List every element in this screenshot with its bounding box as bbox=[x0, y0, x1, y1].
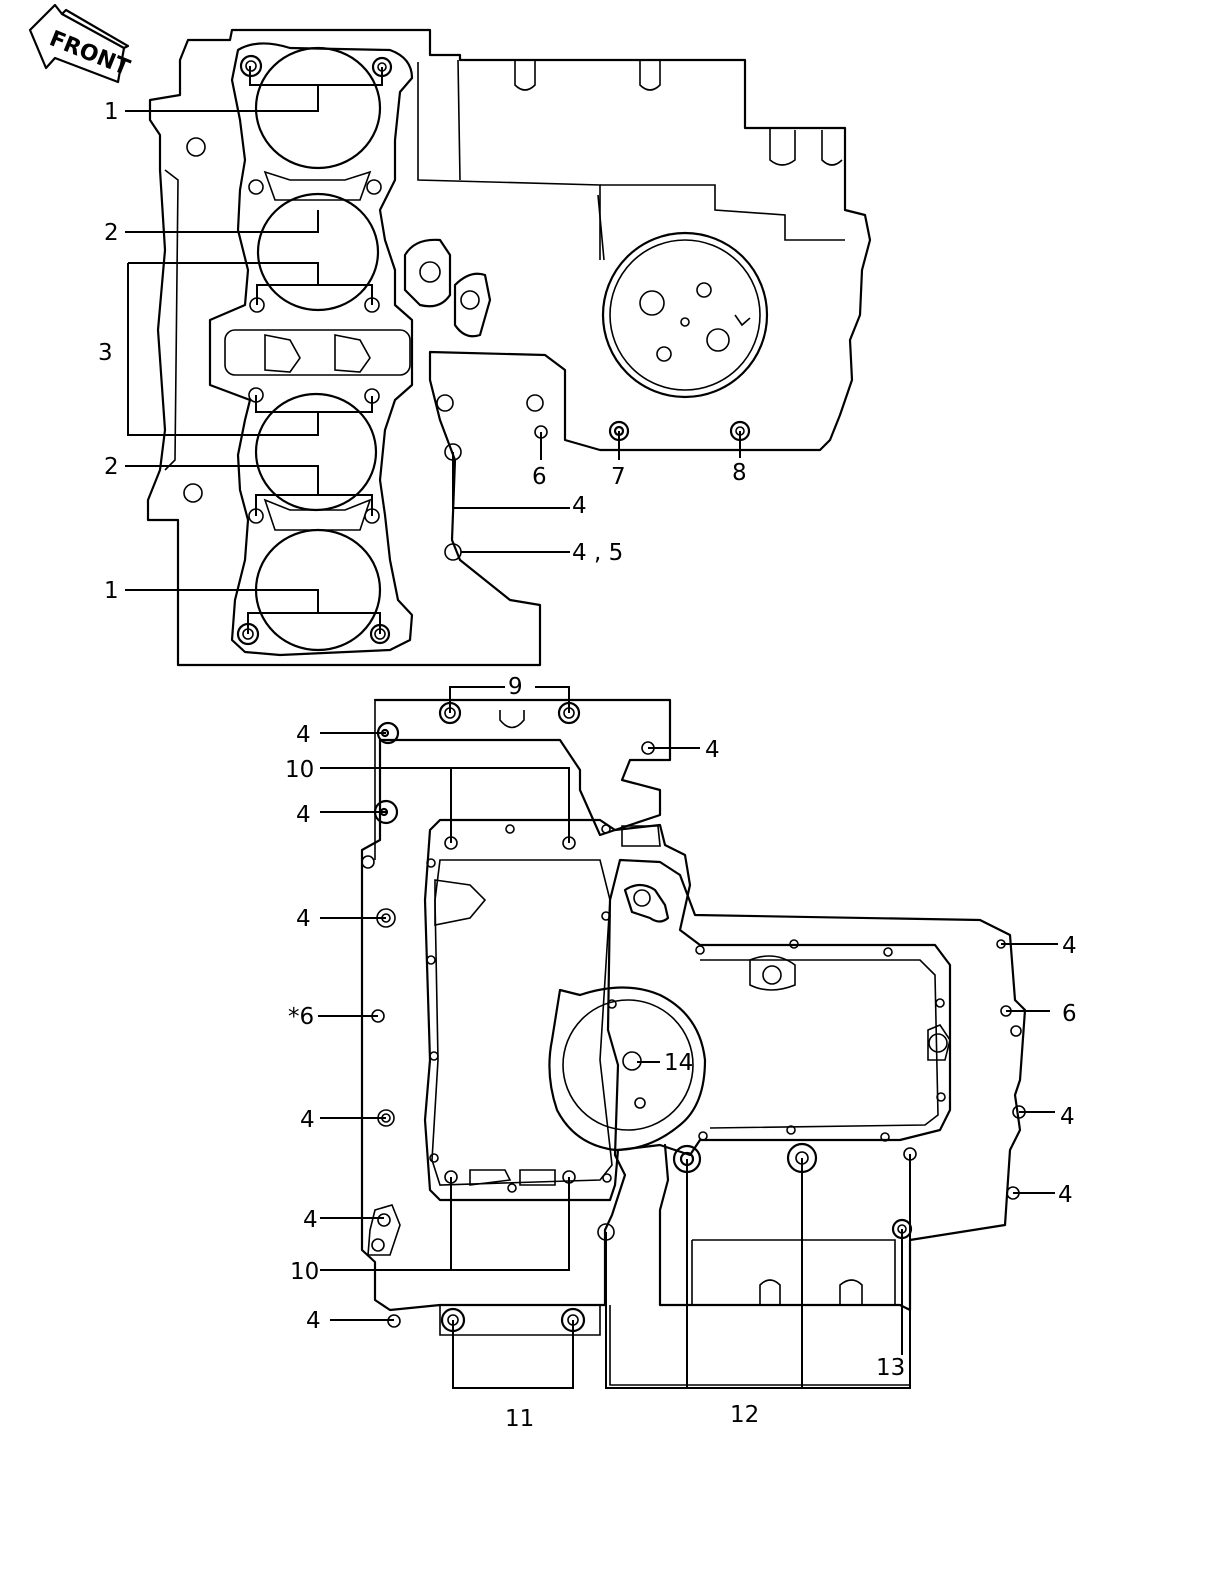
callout-3: 3 bbox=[98, 340, 113, 366]
upper-bolt-holes bbox=[436, 394, 751, 561]
callout-7: 7 bbox=[611, 464, 626, 490]
callout-13: 13 bbox=[876, 1355, 905, 1381]
upper-leader-lines bbox=[125, 66, 741, 634]
callout-4-g: 4 bbox=[306, 1308, 321, 1334]
callout-2-bottom: 2 bbox=[104, 454, 119, 480]
callout-4-d: 4 bbox=[296, 906, 311, 932]
callout-11: 11 bbox=[505, 1406, 534, 1432]
callout-10-top: 10 bbox=[285, 757, 314, 783]
oil-pan-gasket bbox=[423, 818, 952, 1202]
callout-6-right: 6 bbox=[1062, 1001, 1077, 1027]
callout-9: 9 bbox=[508, 674, 523, 700]
lower-crankcase-outline bbox=[360, 698, 1027, 1386]
callout-6-star: *6 bbox=[288, 1004, 314, 1030]
callout-8: 8 bbox=[732, 460, 747, 486]
breather-gaskets bbox=[403, 238, 492, 338]
callout-4-5: 4 , 5 bbox=[572, 540, 623, 566]
cylinder-bores bbox=[254, 46, 382, 652]
callout-4-right-1: 4 bbox=[1062, 933, 1077, 959]
callout-2-top: 2 bbox=[104, 220, 119, 246]
lower-callout-labels: 9 4 4 10 4 4 *6 4 4 10 4 14 4 6 4 4 13 1… bbox=[285, 674, 1077, 1432]
callout-10-bottom: 10 bbox=[290, 1259, 319, 1285]
front-arrow-icon: FRONT bbox=[28, 3, 133, 84]
callout-1-bottom: 1 bbox=[104, 578, 119, 604]
callout-4-right-2: 4 bbox=[1060, 1104, 1075, 1130]
lower-leader-lines bbox=[318, 686, 1058, 1389]
cylinder-base-gasket bbox=[208, 42, 414, 657]
callout-4-f: 4 bbox=[303, 1207, 318, 1233]
callout-4-right-3: 4 bbox=[1058, 1182, 1073, 1208]
callout-4-c: 4 bbox=[296, 802, 311, 828]
upper-cover-circle bbox=[601, 231, 769, 399]
callout-4-upper: 4 bbox=[572, 493, 587, 519]
callout-4-a: 4 bbox=[296, 722, 311, 748]
cylinder-stud-holes bbox=[183, 54, 393, 646]
lower-perimeter-holes bbox=[361, 824, 946, 1252]
callout-1-top: 1 bbox=[104, 99, 119, 125]
callout-6-upper: 6 bbox=[532, 464, 547, 490]
callout-4-e: 4 bbox=[300, 1107, 315, 1133]
callout-12: 12 bbox=[730, 1402, 759, 1428]
upper-crankcase-outline bbox=[146, 28, 872, 667]
callout-14: 14 bbox=[664, 1050, 693, 1076]
upper-callout-labels: 1 2 3 2 1 6 7 8 4 4 , 5 bbox=[98, 99, 747, 604]
callout-4-b: 4 bbox=[705, 737, 720, 763]
